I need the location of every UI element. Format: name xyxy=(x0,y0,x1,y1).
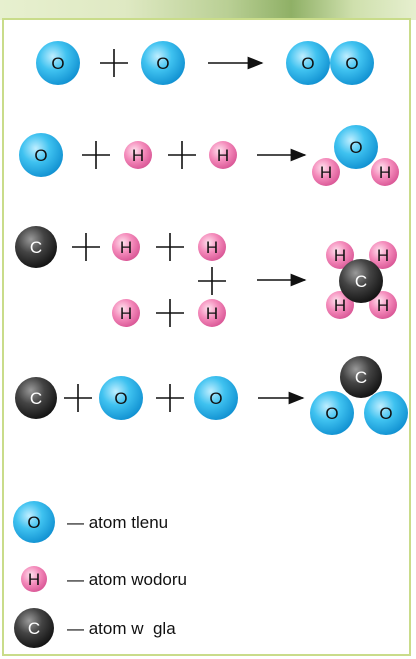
svg-text:C: C xyxy=(30,389,42,408)
svg-text:O: O xyxy=(379,404,392,423)
svg-text:O: O xyxy=(345,54,358,73)
hydrogen-atom: H xyxy=(112,233,140,261)
oxygen-atom: O xyxy=(19,133,63,177)
reaction-oxygen-molecule: O O O O xyxy=(36,41,374,85)
svg-text:H: H xyxy=(377,246,389,265)
svg-text:H: H xyxy=(379,163,391,182)
plus-sign xyxy=(64,384,92,412)
svg-text:O: O xyxy=(27,513,40,532)
svg-text:H: H xyxy=(120,304,132,323)
svg-text:O: O xyxy=(34,146,47,165)
oxygen-atom: O xyxy=(99,376,143,420)
plus-sign xyxy=(198,267,226,295)
svg-text:H: H xyxy=(377,296,389,315)
svg-text:O: O xyxy=(349,138,362,157)
plus-sign xyxy=(100,49,128,77)
top-photo-strip xyxy=(0,0,416,20)
carbon-atom-icon xyxy=(14,608,54,648)
carbon-atom: C xyxy=(15,377,57,419)
svg-text:O: O xyxy=(51,54,64,73)
carbon-atom: C xyxy=(15,226,57,268)
legend-hydrogen: H — atom wodoru xyxy=(21,566,187,592)
plus-sign xyxy=(156,299,184,327)
plus-sign xyxy=(156,384,184,412)
svg-text:H: H xyxy=(334,296,346,315)
methane-molecule: H H H H C xyxy=(326,241,397,319)
svg-text:H: H xyxy=(120,238,132,257)
svg-text:O: O xyxy=(156,54,169,73)
oxygen-atom: O xyxy=(36,41,80,85)
plus-sign xyxy=(82,141,110,169)
water-molecule: H H O xyxy=(312,125,399,186)
svg-text:O: O xyxy=(325,404,338,423)
svg-text:C: C xyxy=(28,619,40,638)
svg-text:H: H xyxy=(206,238,218,257)
oxygen-atom: O xyxy=(194,376,238,420)
oxygen-atom-icon xyxy=(13,501,55,543)
svg-text:H: H xyxy=(334,246,346,265)
hydrogen-atom: H xyxy=(124,141,152,169)
reaction-water-molecule: O H H H H O xyxy=(19,125,399,186)
svg-text:H: H xyxy=(132,146,144,165)
legend-carbon-label: — atom w gla xyxy=(67,619,176,638)
svg-text:H: H xyxy=(206,304,218,323)
svg-text:H: H xyxy=(28,570,40,589)
hydrogen-atom-icon xyxy=(21,566,47,592)
svg-text:O: O xyxy=(209,389,222,408)
legend-hydrogen-label: — atom wodoru xyxy=(67,570,187,589)
svg-text:H: H xyxy=(217,146,229,165)
co2-molecule: O O C xyxy=(310,356,408,435)
hydrogen-atom: H xyxy=(198,233,226,261)
svg-text:H: H xyxy=(320,163,332,182)
legend-oxygen-label: — atom tlenu xyxy=(67,513,168,532)
svg-text:O: O xyxy=(114,389,127,408)
svg-text:C: C xyxy=(355,272,367,291)
hydrogen-atom: H xyxy=(209,141,237,169)
hydrogen-atom: H xyxy=(112,299,140,327)
reaction-methane-molecule: C H H H H H xyxy=(15,226,397,327)
o2-molecule: O O xyxy=(286,41,374,85)
legend: O — atom tlenu H — atom wodoru C — atom … xyxy=(13,501,187,648)
plus-sign xyxy=(72,233,100,261)
reaction-carbon-dioxide-molecule: C O O O O C xyxy=(15,356,408,435)
svg-text:C: C xyxy=(30,238,42,257)
plus-sign xyxy=(156,233,184,261)
content-panel xyxy=(2,18,411,656)
hydrogen-atom: H xyxy=(198,299,226,327)
svg-text:O: O xyxy=(301,54,314,73)
plus-sign xyxy=(168,141,196,169)
legend-carbon: C — atom w gla xyxy=(14,608,176,648)
legend-oxygen: O — atom tlenu xyxy=(13,501,168,543)
oxygen-atom: O xyxy=(141,41,185,85)
svg-text:C: C xyxy=(355,368,367,387)
